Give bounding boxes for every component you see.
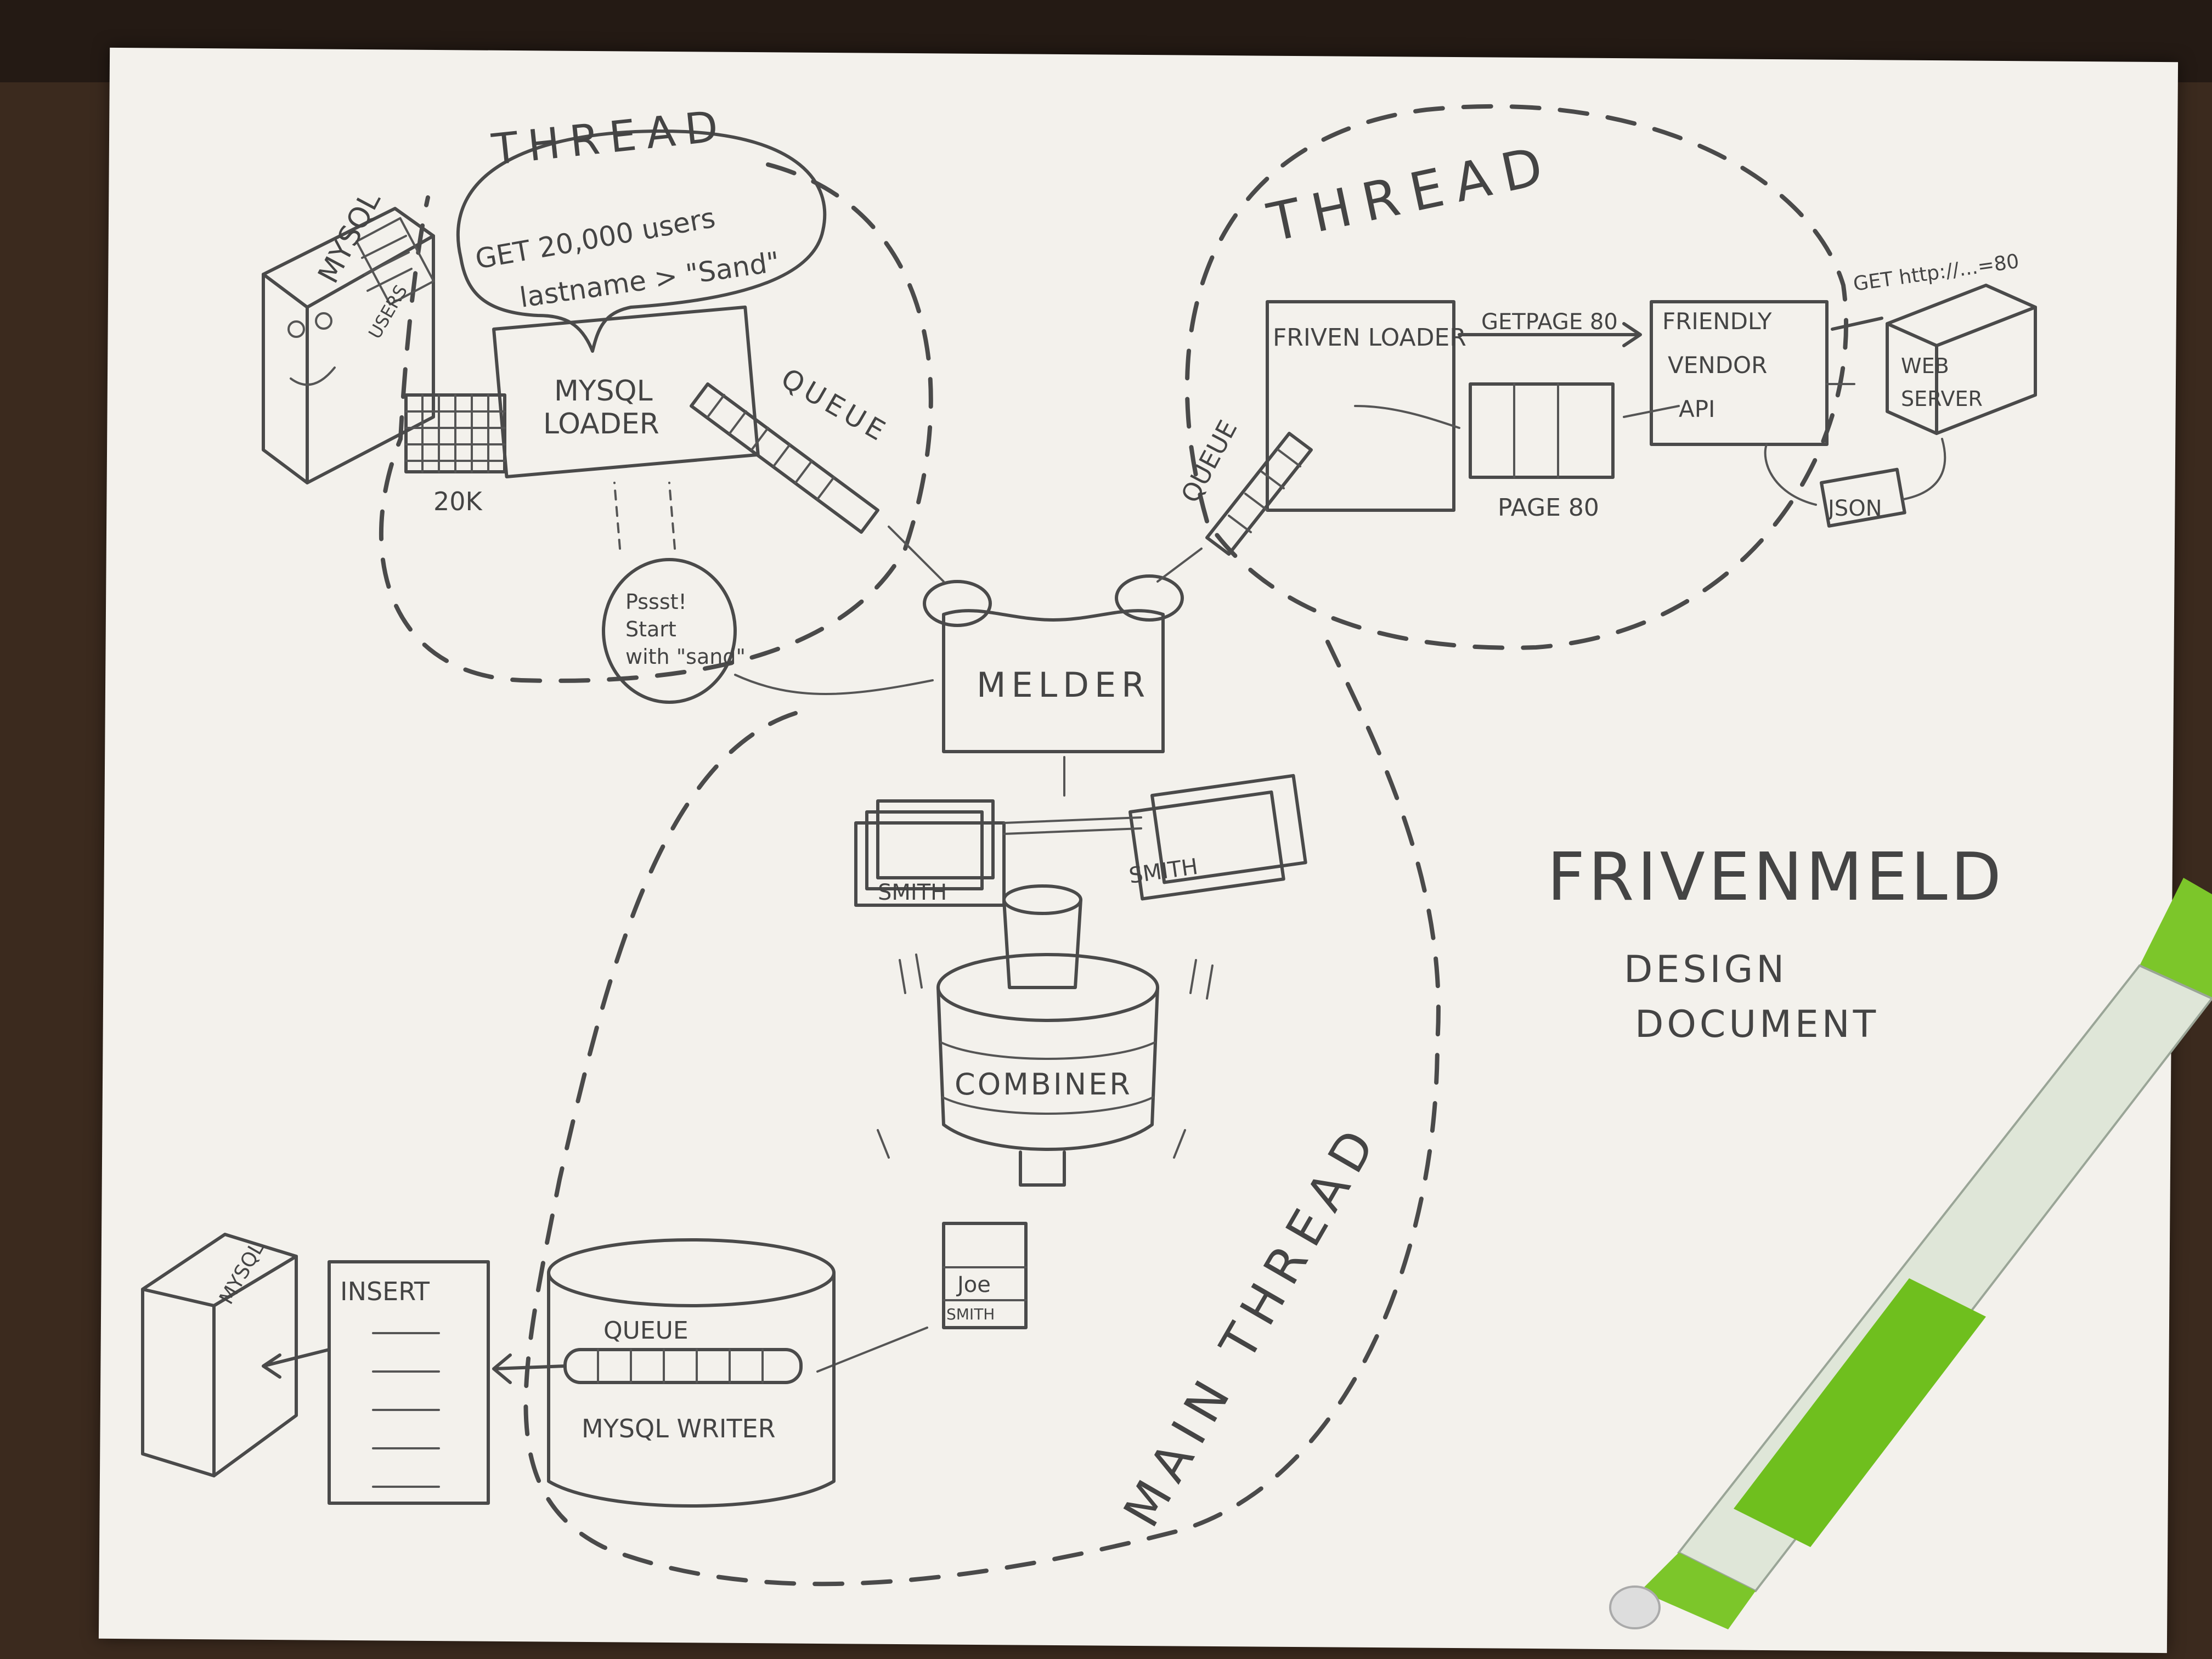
insert-label: INSERT	[340, 1277, 430, 1306]
api-thread-boundary	[1184, 104, 1848, 650]
page-80-panel	[1469, 382, 1615, 479]
getpage-arrow	[1458, 322, 1642, 347]
hint-bubble-text-3: with "sand"	[625, 645, 746, 669]
mysql-queue-tube	[690, 382, 879, 534]
document-subtitle-2: DOCUMENT	[1635, 1003, 1879, 1046]
api-label-2: VENDOR	[1668, 352, 1767, 379]
main-thread-boundary	[523, 640, 1441, 1587]
query-bubble-outline	[456, 129, 827, 353]
mysql-writer-drum	[547, 1238, 836, 1508]
api-queue-label: QUEUE	[1175, 415, 1243, 507]
api-queue-tube	[1205, 432, 1313, 556]
page-80-dividers	[1513, 383, 1559, 478]
friven-loader-label: FRIVEN LOADER	[1273, 324, 1466, 352]
hint-dashed-arrows	[613, 482, 676, 550]
api-label-3: API	[1679, 396, 1715, 422]
web-server-box	[1886, 284, 2037, 435]
api-label-1: FRIENDLY	[1662, 308, 1772, 335]
writer-queue-label: QUEUE	[603, 1317, 689, 1345]
users-table-label: USERS	[364, 281, 411, 342]
http-get-arrow	[1831, 317, 1883, 331]
document-subtitle-1: DESIGN	[1624, 948, 1787, 991]
melder-output-cards-right	[1128, 774, 1307, 901]
combiner-drum	[936, 884, 1159, 1151]
green-pencil	[1609, 878, 2212, 1629]
mysql-thread-title: THREAD	[489, 101, 730, 175]
melder-output-cards-left	[854, 799, 1006, 907]
insert-rows	[372, 1332, 440, 1488]
mysql-target-box	[141, 1233, 298, 1477]
document-title: FRIVENMELD	[1547, 839, 2005, 916]
friven-loader-box	[1266, 300, 1455, 512]
writer-queue-tube	[563, 1348, 803, 1384]
mysql-loader-label-1: MYSQL	[554, 375, 653, 408]
hint-bubble-outline	[602, 558, 737, 704]
mysql-loader-box	[492, 305, 760, 478]
mysql-target-label: MYSQL	[215, 1238, 269, 1308]
20k-label: 20K	[433, 487, 483, 516]
melder-label: MELDER	[977, 665, 1150, 705]
card-left-name: SMITH	[878, 880, 947, 905]
combiner-motion-lines	[877, 953, 1214, 1159]
mysql-queue-label: QUEUE	[776, 362, 894, 449]
melder-flow-arrows	[888, 526, 1203, 797]
mysql-writer-label: MYSQL WRITER	[582, 1414, 776, 1443]
web-server-label-1: WEB	[1901, 354, 1949, 378]
combined-card-name-2: SMITH	[946, 1305, 995, 1323]
card-link-lines	[1003, 816, 1142, 835]
friendly-vendor-api-box	[1650, 300, 1829, 446]
mysql-box-label: MYSQL	[312, 186, 387, 289]
main-thread-title: MAIN THREAD	[1113, 1112, 1391, 1537]
combined-record-card	[942, 1222, 1028, 1329]
card-to-writer-arrow	[816, 1327, 928, 1373]
melder-box	[923, 574, 1184, 753]
json-label: JSON	[1826, 496, 1882, 521]
web-server-label-2: SERVER	[1901, 387, 1983, 411]
getpage-label: GETPAGE 80	[1481, 309, 1618, 335]
mysql-thread-boundary	[379, 162, 933, 683]
api-flow-arrows	[1623, 383, 1946, 506]
queue-to-insert-arrow	[492, 1353, 567, 1384]
mysql-source-box	[262, 207, 435, 484]
combined-card-name-1: Joe	[956, 1272, 991, 1297]
page-80-label: PAGE 80	[1498, 494, 1599, 522]
hint-bubble-text-2: Start	[625, 617, 676, 641]
combiner-label: COMBINER	[955, 1067, 1132, 1102]
page-to-loader-arrow	[1354, 405, 1460, 429]
combiner-spout	[1019, 1150, 1066, 1187]
hint-bubble-text-1: Pssst!	[625, 590, 687, 614]
json-box	[1820, 467, 1906, 528]
mysql-loader-label-2: LOADER	[543, 408, 659, 441]
insert-stack	[328, 1260, 490, 1505]
hint-pointer	[734, 674, 934, 695]
